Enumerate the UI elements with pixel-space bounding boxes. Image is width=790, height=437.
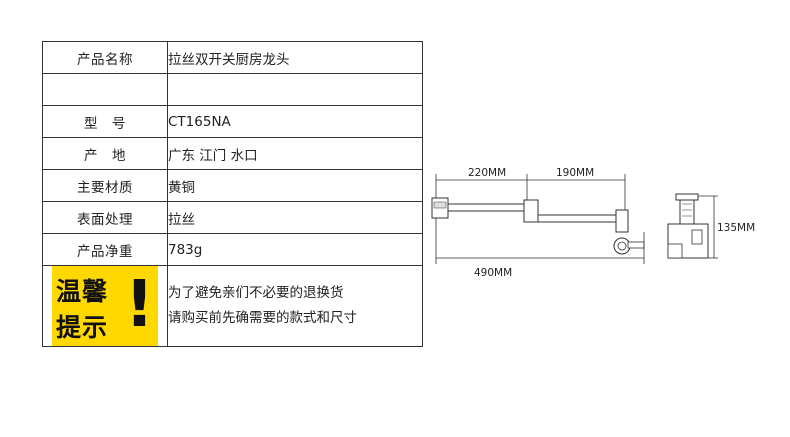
arm-segment-1	[447, 203, 527, 212]
table-row: 型 号 CT165NA	[42, 105, 423, 138]
label-origin: 产 地	[42, 137, 168, 170]
table-row: 产品净重 783g	[42, 233, 423, 266]
dim-label-135: 135MM	[717, 222, 755, 234]
badge-line-1: 温馨	[56, 277, 109, 306]
faucet-dimension-diagram: 220MM 190MM 490MM 135MM	[431, 167, 755, 279]
dim-label-490: 490MM	[474, 267, 512, 279]
spout-body	[615, 209, 629, 233]
label-material: 主要材质	[42, 169, 168, 202]
notice-line-1: 为了避免亲们不必要的退换货	[168, 285, 344, 301]
spec-table: 产品名称 拉丝双开关厨房龙头 型 号 CT165NA 产 地 广东 江门 水口 …	[42, 41, 423, 347]
value-origin: 广东 江门 水口	[167, 137, 423, 170]
label-empty	[42, 73, 168, 106]
value-finish: 拉丝	[167, 201, 423, 234]
value-model: CT165NA	[167, 105, 423, 138]
value-empty	[167, 73, 423, 106]
value-product-name: 拉丝双开关厨房龙头	[167, 41, 423, 74]
table-row: 主要材质 黄铜	[42, 169, 423, 202]
notice-badge: 温馨 提示 !	[52, 266, 158, 346]
arm-segment-2	[537, 214, 621, 223]
value-material: 黄铜	[167, 169, 423, 202]
table-row: 表面处理 拉丝	[42, 201, 423, 234]
notice-badge-cell: 温馨 提示 !	[42, 265, 168, 347]
table-row: 产品名称 拉丝双开关厨房龙头	[42, 41, 423, 74]
notice-text: 为了避免亲们不必要的退换货 请购买前先确需要的款式和尺寸	[167, 265, 423, 347]
label-finish: 表面处理	[42, 201, 168, 234]
arm-joint	[523, 199, 539, 223]
label-product-name: 产品名称	[42, 41, 168, 74]
label-model: 型 号	[42, 105, 168, 138]
badge-line-2: 提示	[56, 313, 109, 342]
value-weight: 783g	[167, 233, 423, 266]
exclamation-icon: !	[124, 268, 154, 342]
notice-line-2: 请购买前先确需要的款式和尺寸	[168, 310, 357, 326]
dim-label-220: 220MM	[468, 167, 506, 179]
label-weight: 产品净重	[42, 233, 168, 266]
handle	[627, 241, 645, 249]
dim-label-190: 190MM	[556, 167, 594, 179]
notice-row: 温馨 提示 ! 为了避免亲们不必要的退换货 请购买前先确需要的款式和尺寸	[42, 265, 423, 347]
table-row: 产 地 广东 江门 水口	[42, 137, 423, 170]
table-row	[42, 73, 423, 106]
